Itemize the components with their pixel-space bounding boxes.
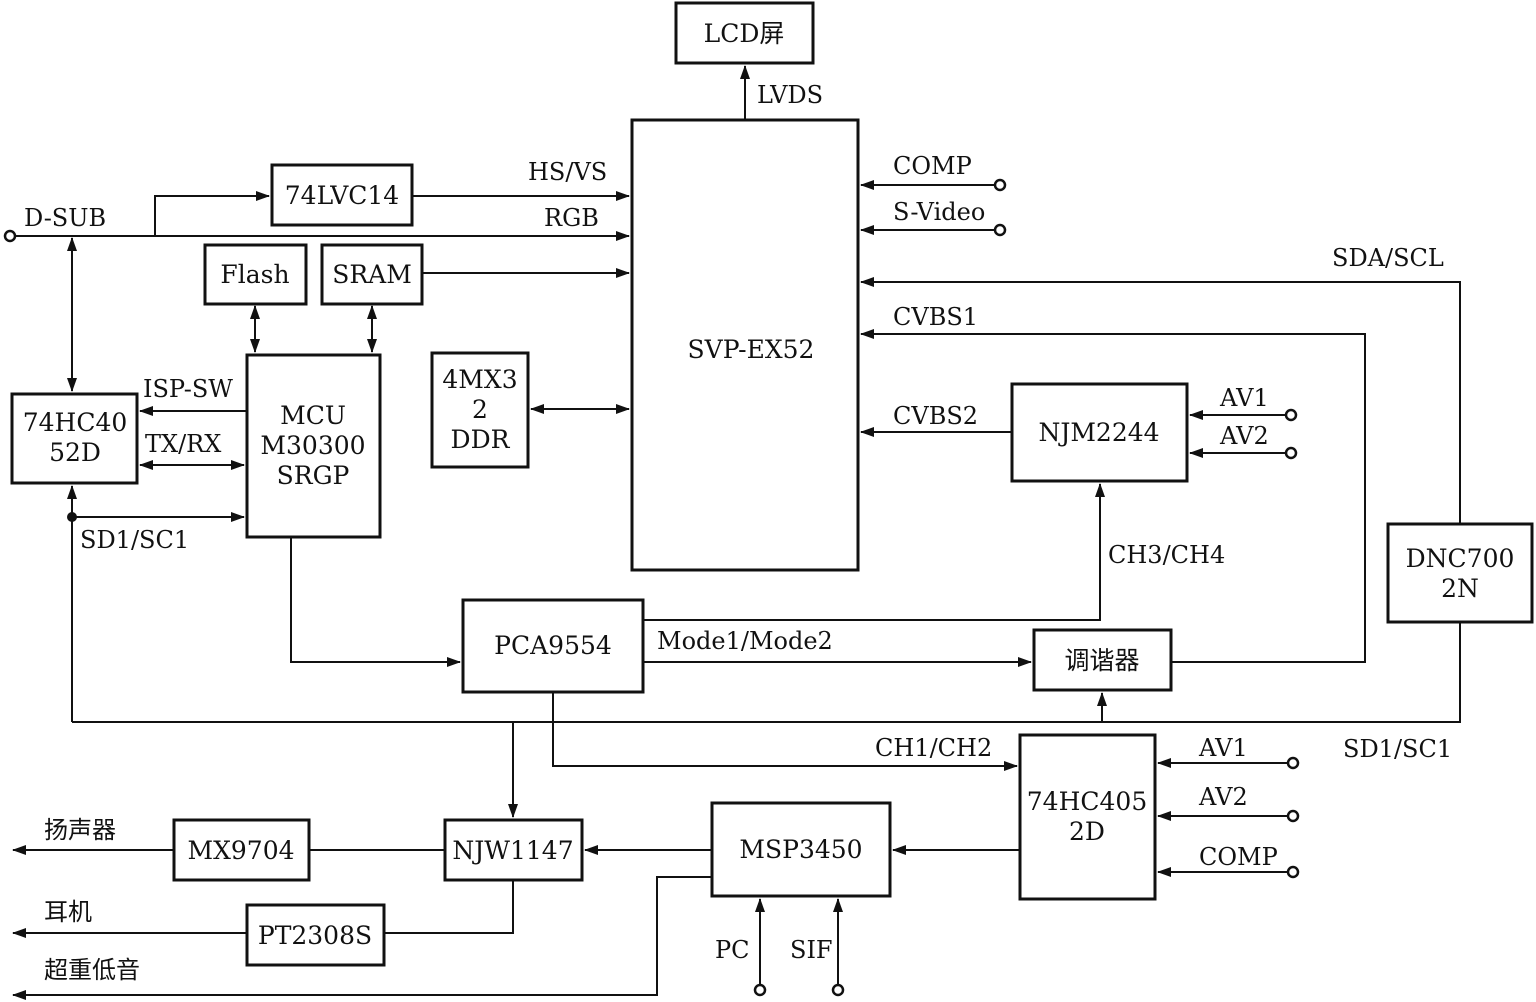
comp-top-terminal (993, 178, 1007, 192)
headphone-label: 耳机 (44, 898, 92, 926)
pca9554-label: PCA9554 (494, 631, 612, 660)
svideo-terminal (993, 223, 1007, 237)
sif-label: SIF (790, 936, 833, 964)
rgb-label: RGB (544, 204, 599, 232)
isp-sw-label: ISP-SW (143, 375, 233, 403)
sram-label: SRAM (332, 260, 412, 289)
sdascl-arrow (860, 277, 1461, 524)
njm2244-block: NJM2244 (1010, 382, 1189, 483)
pca9554-block: PCA9554 (461, 598, 645, 694)
mx9704-label: MX9704 (187, 836, 294, 865)
ddr-label-line1: 4MX3 (442, 365, 517, 394)
mcu-label-line3: SRGP (277, 461, 350, 490)
njw1147-to-pt2308s-line (384, 880, 514, 934)
comp-bottom-terminal (1286, 865, 1300, 879)
njm2244-label: NJM2244 (1038, 418, 1159, 447)
tuner-label: 调谐器 (1064, 646, 1139, 675)
lcd-label: LCD屏 (704, 19, 785, 48)
74hc4052d-audio-label-line2: 2D (1069, 817, 1105, 846)
74hc4052d-audio-block: 74HC405 2D (1018, 733, 1157, 901)
txrx-label: TX/RX (145, 430, 221, 458)
lvds-label: LVDS (757, 81, 823, 109)
mcu-block: MCU M30300 SRGP (245, 353, 382, 539)
cvbs1-arrow (860, 329, 1366, 663)
dnc7002n-label-line1: DNC700 (1406, 544, 1515, 573)
av1-top-terminal (1284, 408, 1298, 422)
svideo-label: S-Video (893, 198, 985, 226)
tuner-block: 调谐器 (1032, 628, 1173, 692)
mode-label: Mode1/Mode2 (657, 627, 833, 655)
74hc4052d-block: 74HC40 52D (10, 392, 139, 485)
mcu-label-line1: MCU (280, 401, 346, 430)
cvbs1-label: CVBS1 (893, 303, 978, 331)
comp-top-label: COMP (893, 152, 972, 180)
hsvs-label: HS/VS (528, 158, 607, 186)
dsub-terminal (3, 229, 17, 243)
ch1ch2-arrow (552, 692, 1018, 771)
speaker-label: 扬声器 (44, 816, 116, 844)
dsub-to-74lvc14-arrow (154, 191, 270, 236)
mx9704-block: MX9704 (172, 818, 311, 882)
ddr-label-line2: 2 (472, 395, 488, 424)
74hc4052d-label-line1: 74HC40 (23, 408, 128, 437)
flash-label: Flash (220, 260, 289, 289)
subwoofer-arrow (12, 876, 712, 1000)
comp-bottom-label: COMP (1199, 843, 1278, 871)
dnc7002n-label-line2: 2N (1441, 574, 1479, 603)
njw1147-label: NJW1147 (452, 836, 573, 865)
svp-ex52-label: SVP-EX52 (688, 335, 815, 364)
pt2308s-label: PT2308S (258, 921, 372, 950)
subwoofer-label: 超重低音 (44, 956, 140, 984)
av2-top-label: AV2 (1219, 422, 1269, 450)
sram-block: SRAM (320, 243, 424, 306)
flash-block: Flash (203, 243, 308, 306)
74hc4052d-label-line2: 52D (49, 438, 101, 467)
cvbs2-label: CVBS2 (893, 402, 978, 430)
av2-top-terminal (1284, 446, 1298, 460)
sdascl-label: SDA/SCL (1332, 244, 1444, 272)
av1-bottom-label: AV1 (1198, 734, 1248, 762)
pc-label: PC (715, 936, 750, 964)
sd1sc1-left-label: SD1/SC1 (80, 526, 189, 554)
dnc7002n-block: DNC700 2N (1386, 522, 1534, 624)
pt2308s-block: PT2308S (245, 903, 386, 967)
sd1sc1-right-label: SD1/SC1 (1343, 735, 1452, 763)
74hc4052d-audio-label-line1: 74HC405 (1027, 787, 1147, 816)
pc-terminal (753, 983, 767, 997)
mcu-to-pca9554-arrow (290, 537, 461, 667)
ddr-block: 4MX3 2 DDR (430, 351, 530, 469)
mcu-label-line2: M30300 (260, 431, 365, 460)
lcd-block: LCD屏 (674, 1, 815, 65)
ddr-label-line3: DDR (451, 425, 511, 454)
av2-bottom-terminal (1286, 809, 1300, 823)
sif-terminal (831, 983, 845, 997)
njw1147-block: NJW1147 (443, 818, 584, 882)
ch3ch4-label: CH3/CH4 (1108, 541, 1225, 569)
dsub-label: D-SUB (24, 204, 106, 232)
svp-ex52-block: SVP-EX52 (630, 118, 860, 572)
ch1ch2-label: CH1/CH2 (875, 734, 992, 762)
av1-top-label: AV1 (1219, 384, 1269, 412)
sd1sc1-bus-line (72, 622, 1461, 723)
74lvc14-label: 74LVC14 (285, 181, 399, 210)
av1-bottom-terminal (1286, 756, 1300, 770)
av2-bottom-label: AV2 (1198, 783, 1248, 811)
msp3450-label: MSP3450 (739, 835, 862, 864)
ch3ch4-arrow (643, 483, 1105, 621)
74lvc14-block: 74LVC14 (270, 163, 414, 227)
msp3450-block: MSP3450 (710, 801, 892, 898)
